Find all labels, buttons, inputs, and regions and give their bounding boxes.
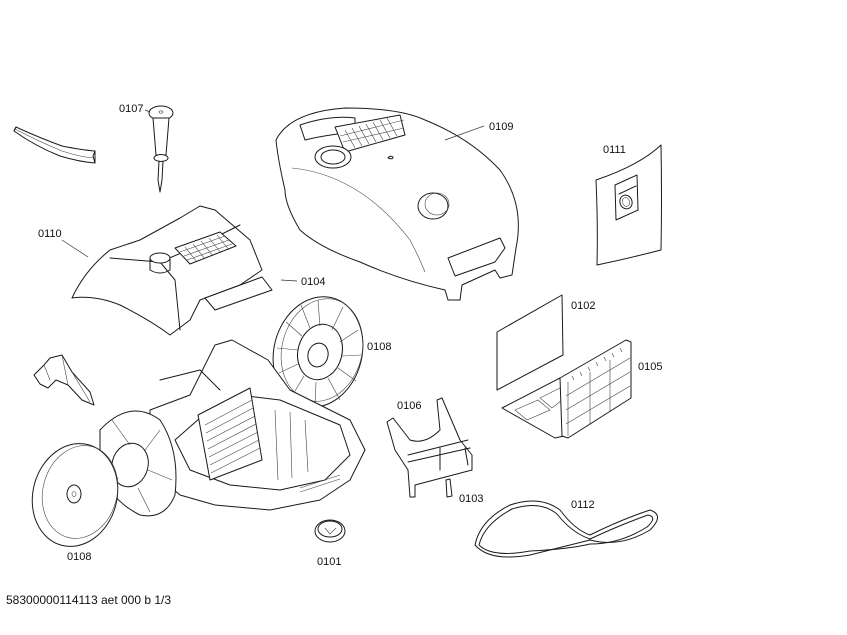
cover-vent-grille — [339, 117, 405, 149]
part-label-0108-left: 0108 — [67, 551, 91, 563]
seal-part — [474, 500, 658, 558]
part-label-0106: 0106 — [397, 400, 421, 412]
part-label-0104: 0104 — [301, 276, 325, 288]
part-label-0108-right: 0108 — [367, 341, 391, 353]
wheel-spokes — [276, 299, 362, 407]
wheel-left-part — [31, 410, 177, 547]
bag-holder-part — [386, 397, 473, 498]
part-label-0112: 0112 — [571, 499, 595, 511]
part-label-0103: 0103 — [459, 493, 483, 505]
motor-housing-grid — [174, 231, 237, 265]
small-insert-part — [445, 478, 453, 498]
pin-part — [148, 105, 174, 193]
vacuum-body-part — [149, 339, 366, 511]
document-id-footer: 58300000114113 aet 000 b 1/3 — [6, 593, 172, 607]
part-label-0109: 0109 — [489, 121, 513, 133]
cover-part — [275, 107, 519, 301]
bracket-part — [33, 354, 95, 406]
part-label-0111: 0111 — [603, 144, 626, 156]
ring-clip-part — [314, 519, 346, 543]
body-filter-ribs — [197, 387, 263, 481]
part-label-0105: 0105 — [638, 361, 662, 373]
motor-housing-part — [71, 205, 273, 336]
filter-grid-part — [501, 339, 632, 439]
dust-bag-part — [595, 144, 662, 266]
part-label-0102: 0102 — [571, 300, 595, 312]
rubber-strip-part — [13, 126, 96, 164]
part-label-0101: 0101 — [317, 556, 341, 568]
part-label-0107: 0107 — [119, 103, 143, 115]
filter-sheet-part — [496, 294, 564, 391]
part-label-0110: 0110 — [38, 228, 62, 240]
